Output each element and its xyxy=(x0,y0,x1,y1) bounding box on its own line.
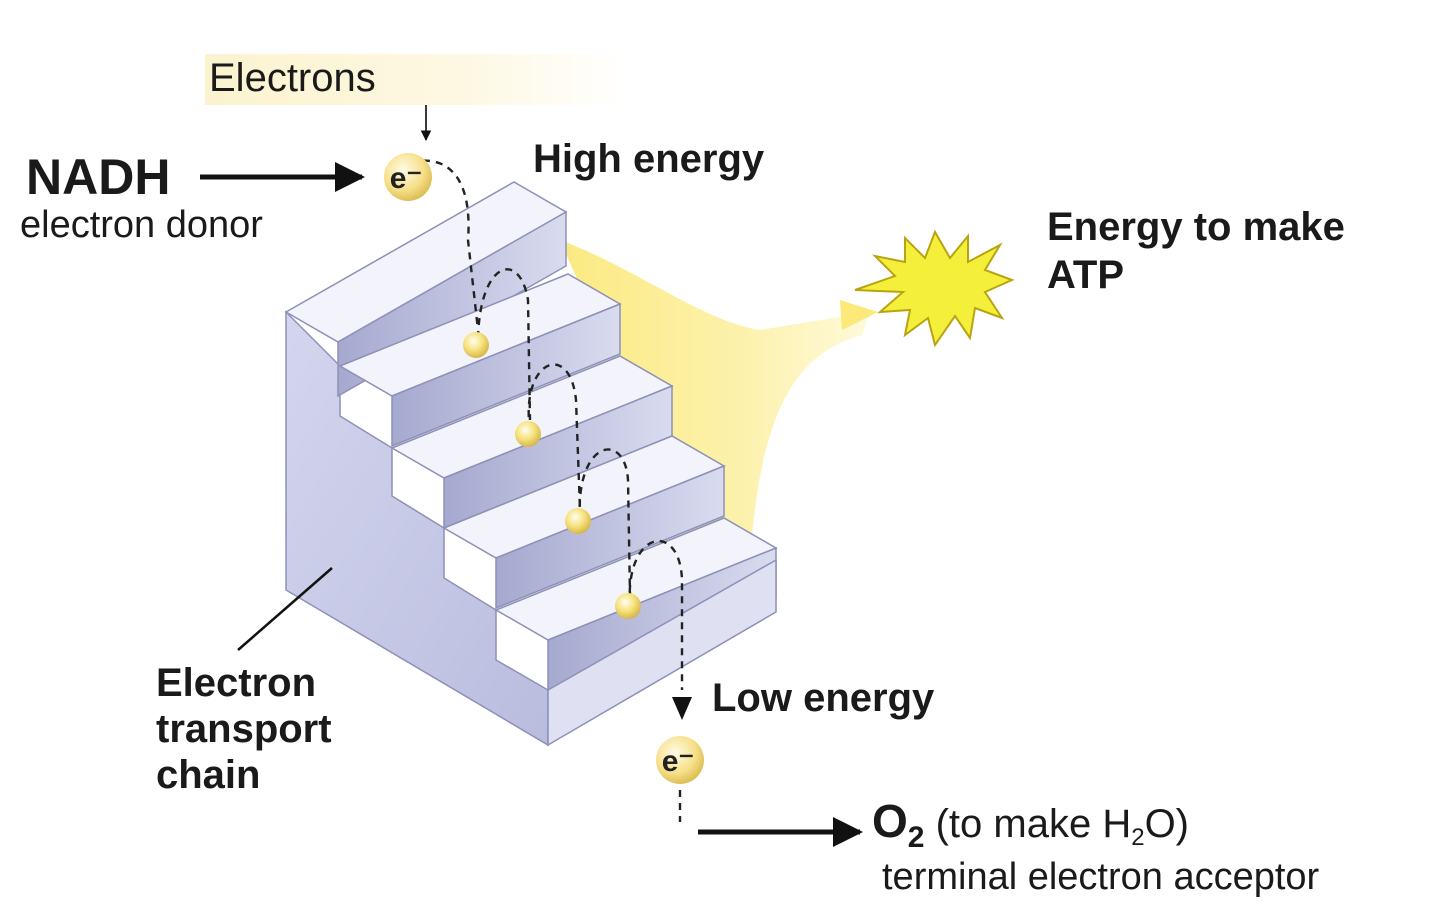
step-riser-4 xyxy=(495,464,725,610)
electrons-label-text: Electrons xyxy=(209,56,376,100)
electron-bottom-circle xyxy=(656,736,704,784)
etc-pointer-line xyxy=(237,567,333,651)
glow-arrowhead xyxy=(840,300,878,330)
energy-star xyxy=(854,229,1015,348)
etc-line-2: transport xyxy=(156,707,332,751)
o2-paren-text: (to make H xyxy=(935,802,1132,846)
electron-hop-4 xyxy=(578,448,632,596)
high-energy-label: High energy xyxy=(533,137,765,181)
electron-top-circle xyxy=(384,153,432,201)
h2o-subscript: 2 xyxy=(1131,824,1145,851)
o2-paren-close: O) xyxy=(1144,802,1189,846)
electrons-label: Electrons xyxy=(205,54,626,105)
step-riser-2 xyxy=(391,302,621,448)
atp-text: ATP xyxy=(1047,253,1125,297)
energy-to-make-text: Energy to make xyxy=(1047,205,1345,249)
electron-hop-1 xyxy=(409,159,480,331)
electron-ball-4 xyxy=(615,593,641,619)
etc-label: Electron transport chain xyxy=(156,660,332,798)
electron-donor-label: electron donor xyxy=(20,204,263,246)
o2-subscript: 2 xyxy=(907,821,925,854)
o2-label: O2 (to make H2O) xyxy=(872,794,1189,854)
terminal-acceptor-label: terminal electron acceptor xyxy=(882,856,1320,898)
etc-line-1: Electron xyxy=(156,661,317,705)
o2-paren-open xyxy=(924,802,935,846)
o2-letter: O xyxy=(872,795,908,847)
low-energy-label: Low energy xyxy=(712,676,935,720)
energy-glow xyxy=(560,240,870,560)
electron-ball-1 xyxy=(463,332,489,358)
staircase-base-front xyxy=(547,558,777,747)
electron-top-symbol: e⁻ xyxy=(390,162,423,195)
electron-path xyxy=(409,159,684,822)
etc-line-3: chain xyxy=(156,753,261,797)
electron-ball-3 xyxy=(565,508,591,534)
electron-ball-2 xyxy=(515,421,541,447)
electron-hop-2 xyxy=(476,268,532,421)
down-arrowhead xyxy=(672,697,692,720)
nadh-label: NADH xyxy=(26,149,171,205)
staircase-steps xyxy=(284,181,778,747)
energy-atp-label: Energy to make ATP xyxy=(1047,203,1345,299)
electron-bottom-symbol: e⁻ xyxy=(662,745,695,778)
